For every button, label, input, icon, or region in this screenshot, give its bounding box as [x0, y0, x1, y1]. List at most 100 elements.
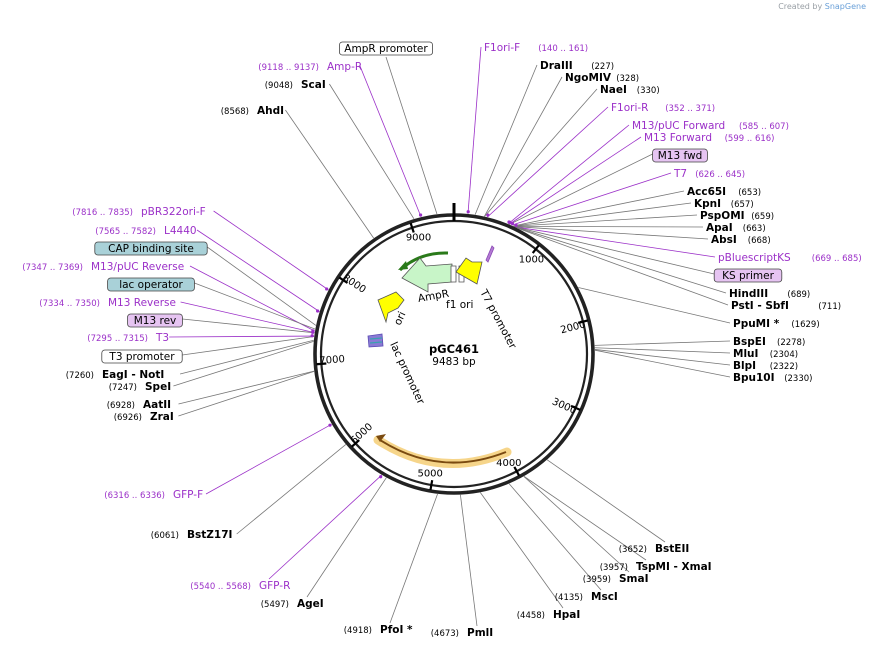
position-coord: (9048)	[265, 81, 293, 91]
label-pbluescriptks[interactable]: pBluescriptKS(669 .. 685)	[718, 252, 862, 264]
feature-f1ori-arrow[interactable]: f1 ori	[446, 245, 495, 311]
feature-name: M13/pUC Reverse	[91, 261, 184, 273]
feature-name: F1ori-R	[611, 102, 648, 114]
label-hpai[interactable]: (4458)HpaI	[517, 609, 581, 621]
label-pbr322ori-f[interactable]: (7816 .. 7835)pBR322ori-F	[72, 206, 205, 218]
leader-line	[213, 210, 329, 291]
primer-site-marker	[379, 475, 383, 479]
label-hindiii[interactable]: HindIII(689)	[729, 288, 810, 300]
tick-mark	[409, 222, 415, 233]
leader-line	[173, 341, 314, 387]
leader-line	[389, 493, 438, 624]
leader-line	[359, 65, 422, 218]
feature-name: HpaI	[553, 609, 580, 621]
label-zrai[interactable]: (6926)ZraI	[114, 411, 174, 423]
label-ampr-promoter[interactable]: AmpR promoter	[338, 41, 433, 56]
label-m13-forward[interactable]: M13 Forward(599 .. 616)	[644, 132, 774, 144]
label-m13-reverse[interactable]: (7334 .. 7350)M13 Reverse	[39, 297, 176, 309]
label-agei[interactable]: (5497)AgeI	[261, 598, 324, 610]
label-eagi-noti[interactable]: (7260)EagI - NotI	[66, 369, 165, 381]
feature-name: HindIII	[729, 288, 768, 300]
label-m13-puc-forward[interactable]: M13/pUC Forward (585 .. 607)	[632, 120, 789, 132]
label-bsteii[interactable]: (3652)BstEII	[619, 543, 690, 555]
label-mlui[interactable]: MluI(2304)	[733, 348, 798, 360]
label-t3-promoter[interactable]: T3 promoter	[101, 349, 183, 364]
label-amp-r[interactable]: (9118 .. 9137)Amp-R	[258, 61, 362, 73]
label-bpu10i[interactable]: Bpu10I(2330)	[733, 372, 812, 384]
feature-name: PmlI	[467, 627, 493, 639]
tick-mark	[513, 466, 521, 477]
label-bstz17i[interactable]: (6061)BstZ17I	[151, 529, 233, 541]
label-draiii[interactable]: DraIII(227)	[540, 60, 614, 72]
tick-mark	[531, 244, 540, 254]
leader-line	[517, 227, 729, 306]
position-coord: (663)	[743, 224, 766, 234]
label-box	[107, 277, 195, 292]
feature-ampr-arrow[interactable]: AmpR	[398, 251, 453, 305]
label-naei[interactable]: NaeI(330)	[600, 84, 660, 96]
feature-ori-arrow[interactable]: ori	[377, 291, 408, 327]
label-gfp-r[interactable]: (5540 .. 5568)GFP-R	[190, 580, 290, 592]
label-smai[interactable]: (3959)SmaI	[583, 573, 649, 585]
label-pfoi[interactable]: (4918)PfoI *	[344, 624, 413, 636]
position-coord: (657)	[731, 200, 754, 210]
position-coord: (352 .. 371)	[665, 104, 715, 114]
label-f1ori-r[interactable]: F1ori-R (352 .. 371)	[611, 102, 715, 114]
label-lac-operator[interactable]: lac operator	[107, 277, 195, 292]
leader-line	[306, 477, 387, 598]
label-psti-sbfi[interactable]: PstI - SbfI(711)	[731, 300, 841, 312]
label-m13-fwd[interactable]: M13 fwd	[652, 148, 708, 163]
label-blpi[interactable]: BlpI(2322)	[733, 360, 798, 372]
label-l4440[interactable]: (7565 .. 7582)L4440	[95, 225, 196, 237]
feature-name: M13 Forward	[644, 132, 712, 144]
feature-name: BstEII	[655, 543, 689, 555]
label-t7[interactable]: T7(626 .. 645)	[673, 168, 745, 180]
feature-name: SpeI	[145, 381, 171, 393]
label-pmli[interactable]: (4673)PmlI	[431, 627, 493, 639]
feature-name: M13 rev	[134, 315, 177, 327]
label-ahdi[interactable]: (8568)AhdI	[221, 105, 284, 117]
label-tspmi-xmai[interactable]: (3957)TspMI - XmaI	[600, 561, 712, 573]
label-msci[interactable]: (4135)MscI	[555, 591, 618, 603]
position-coord: (585 .. 607)	[739, 122, 789, 132]
label-m13-puc-reverse[interactable]: (7347 .. 7369)M13/pUC Reverse	[22, 261, 184, 273]
primer-site-marker	[316, 309, 320, 313]
leader-line	[205, 423, 332, 495]
position-coord: (653)	[738, 188, 761, 198]
feature-name: GFP-F	[173, 489, 203, 501]
label-bspei[interactable]: BspEI(2278)	[733, 336, 805, 348]
leader-line	[516, 227, 727, 294]
label-t3[interactable]: (7295 .. 7315)T3	[87, 332, 169, 344]
label-box	[713, 268, 783, 283]
label-gfp-f[interactable]: (6316 .. 6336)GFP-F	[104, 489, 203, 501]
label-ngomiv[interactable]: NgoMIV(328)	[565, 72, 639, 84]
leader-line	[329, 83, 415, 220]
label-f1ori-f[interactable]: F1ori-F(140 .. 161)	[484, 42, 588, 54]
label-m13-rev[interactable]: M13 rev	[127, 313, 183, 328]
label-absi[interactable]: AbsI(668)	[711, 234, 771, 246]
feature-name: PstI - SbfI	[731, 300, 789, 312]
leader-line	[523, 476, 647, 561]
feature-lac-promoter-marker[interactable]	[367, 333, 384, 348]
label-apai[interactable]: ApaI(663)	[706, 222, 766, 234]
feature-name: MluI	[733, 348, 758, 360]
label-acc65i[interactable]: Acc65I(653)	[687, 186, 761, 198]
feature-name: M13/pUC Forward	[632, 120, 725, 132]
label-cap-binding-site[interactable]: CAP binding site	[94, 241, 208, 256]
feature-name: Amp-R	[327, 61, 362, 73]
t7-promoter-label: T7 promoter	[477, 287, 519, 352]
label-kpni[interactable]: KpnI(657)	[694, 198, 754, 210]
label-scai[interactable]: (9048)ScaI	[265, 79, 326, 91]
position-coord: (4918)	[344, 626, 372, 636]
label-box	[127, 313, 183, 328]
leader-line	[180, 339, 314, 375]
label-aatii[interactable]: (6928)AatII	[107, 399, 171, 411]
label-spei[interactable]: (7247)SpeI	[109, 381, 171, 393]
label-ks-primer[interactable]: KS primer	[713, 268, 783, 283]
feature-name: T3	[155, 332, 169, 344]
primer-site-marker	[311, 330, 315, 334]
feature-orf-arc[interactable]	[373, 434, 512, 469]
tick-mark	[570, 404, 581, 411]
label-ppumi[interactable]: PpuMI *(1629)	[733, 318, 820, 330]
label-pspomi[interactable]: PspOMI(659)	[700, 210, 774, 222]
